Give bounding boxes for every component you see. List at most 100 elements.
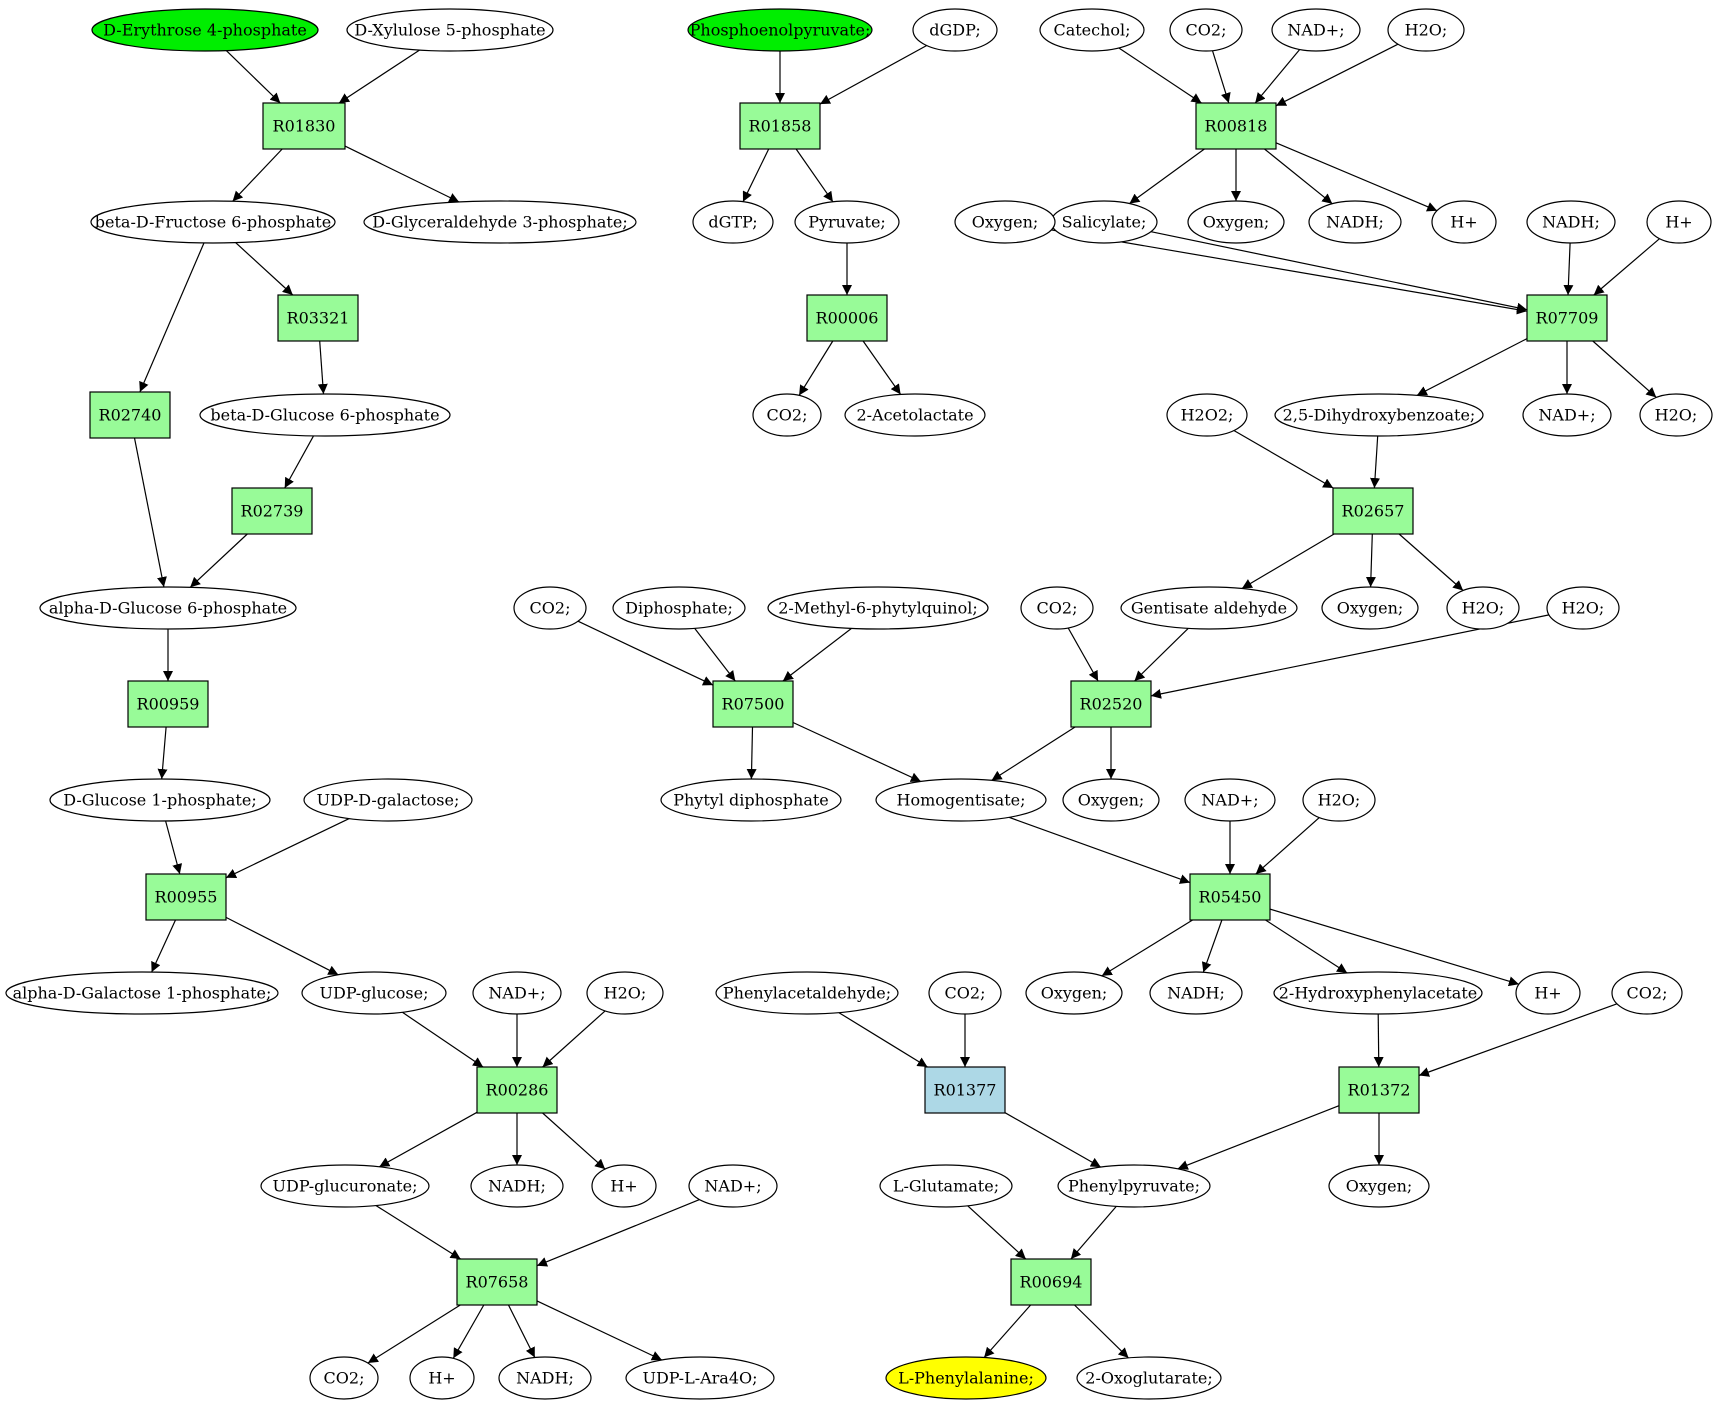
compound-label: D-Erythrose 4-phosphate [103,21,307,40]
compound-node: D-Xylulose 5-phosphate [346,8,554,52]
compound-label: H+ [1665,213,1692,232]
compound-ellipse [885,1356,1047,1400]
compound-ellipse [591,1164,657,1208]
edge-arrow [1201,919,1223,973]
compound-label: CO2; [945,984,986,1003]
compound-node: dGTP; [692,200,774,244]
compound-node: NADH; [470,1164,564,1208]
reaction-box [1070,680,1152,728]
edge-arrow [577,620,714,686]
compound-ellipse [90,200,336,244]
edge-arrow [795,148,834,203]
reaction-label: R07709 [1536,309,1599,328]
compound-ellipse [5,971,279,1015]
compound-label: alpha-D-Galactose 1-phosphate; [13,984,272,1003]
edge-arrow [139,242,205,393]
compound-label: Gentisate aldehyde [1131,599,1287,618]
compound-ellipse [409,1356,475,1400]
compound-node: NADH; [1149,971,1243,1015]
edge-arrow [344,145,460,203]
reaction-label: R00955 [155,888,218,907]
compound-label: H+ [610,1177,637,1196]
edge-arrow [542,1112,606,1170]
compound-node: Phenylpyruvate; [1057,1164,1211,1208]
edge-arrow [151,919,177,973]
compound-node: Pyruvate; [794,200,900,244]
compound-ellipse [767,586,989,630]
compound-ellipse [692,200,774,244]
compound-node: CO2; [928,971,1002,1015]
compound-ellipse [660,778,842,822]
compound-node: H2O; [1546,586,1620,630]
compound-ellipse [513,586,587,630]
compound-node: H+ [591,1164,657,1208]
compound-label: CO2; [1037,599,1078,618]
compound-node: NADH; [1308,200,1402,244]
compound-node: NAD+; [1184,778,1276,822]
reaction-node: R00818 [1195,102,1277,150]
compound-ellipse [586,971,664,1015]
edge-arrow [1563,242,1574,296]
compound-ellipse [260,1164,430,1208]
reaction-node: R07709 [1526,294,1608,342]
compound-node: beta-D-Fructose 6-phosphate [90,200,336,244]
edge-arrow [367,1304,461,1364]
compound-label: H2O; [1318,791,1361,810]
compound-ellipse [1546,586,1620,630]
compound-ellipse [1062,778,1160,822]
edge-arrow [507,1304,536,1358]
edge-arrow [536,1300,663,1361]
compound-label: NADH; [1542,213,1600,232]
edge-arrow [157,726,168,780]
compound-node: H2O; [1446,586,1520,630]
nodes-layer: D-Erythrose 4-phosphate D-Xylulose 5-phos… [5,8,1713,1400]
edge-arrow [1004,1112,1102,1168]
edge-arrow [1265,919,1348,974]
reaction-node: R00694 [1010,1258,1092,1306]
compound-label: NAD+; [704,1177,761,1196]
compound-node: Oxygen; [1187,200,1285,244]
reaction-box [145,873,227,921]
compound-label: H2O; [1562,599,1605,618]
reaction-box [739,102,821,150]
compound-ellipse [1431,200,1497,244]
compound-label: H+ [1450,213,1477,232]
reaction-node: R07500 [712,680,794,728]
compound-ellipse [1274,393,1484,437]
reaction-box [89,391,171,439]
edge-arrow [402,1011,484,1068]
reaction-node: R01372 [1338,1066,1420,1114]
compound-label: Phosphoenolpyruvate; [690,21,871,40]
edge-arrow [1070,1206,1117,1260]
reaction-node: R00006 [806,294,888,342]
reaction-box [456,1258,538,1306]
compound-ellipse [498,1356,592,1400]
compound-label: D-Glucose 1-phosphate; [63,791,256,810]
edge-arrow [1051,229,1528,315]
edge-arrow [1241,533,1335,590]
compound-label: Pyruvate; [808,213,886,232]
compound-label: UDP-glucose; [320,984,429,1003]
reaction-node: R00959 [127,680,209,728]
compound-label: D-Xylulose 5-phosphate [354,21,545,40]
compound-node: alpha-D-Glucose 6-phosphate [39,586,297,630]
reaction-box [806,294,888,342]
compound-label: CO2; [1627,984,1668,1003]
edge-arrow [1373,1013,1384,1068]
edge-arrow [694,628,736,682]
compound-label: NADH; [516,1369,574,1388]
compound-label: dGTP; [708,213,757,232]
compound-label: NAD+; [1287,21,1344,40]
reaction-label: R01372 [1348,1081,1411,1100]
compound-label: NADH; [1167,984,1225,1003]
edge-arrow [1398,533,1464,591]
compound-label: H2O; [1462,599,1505,618]
compound-node: H+ [409,1356,475,1400]
compound-node: H2O; [1639,393,1713,437]
edge-arrow [967,1205,1027,1260]
edge-arrow [1255,817,1320,875]
compound-ellipse [1446,586,1520,630]
compound-node: 2-Oxoglutarate; [1076,1356,1222,1400]
edge-arrow [1592,340,1657,398]
